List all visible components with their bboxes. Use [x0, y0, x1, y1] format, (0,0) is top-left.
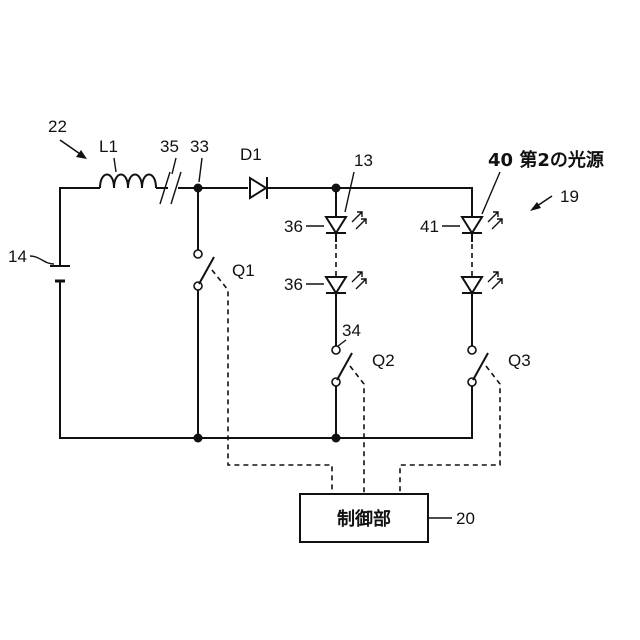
- ref-34: 34: [342, 321, 361, 340]
- light-emission-icon: [352, 212, 366, 229]
- node-bottom-q2: [332, 434, 341, 443]
- light-emission-icon: [352, 272, 366, 289]
- wiring: [60, 188, 472, 438]
- label-second-light-source: 40 第2の光源: [488, 149, 604, 171]
- leader-13: [345, 172, 354, 212]
- ref-41: 41: [420, 217, 439, 236]
- node-bottom-q1: [194, 434, 203, 443]
- control-line-q2: [350, 366, 364, 494]
- label-q2: Q2: [372, 351, 395, 370]
- control-line-q1: [212, 270, 332, 494]
- leader-33: [199, 158, 202, 182]
- switch-q3: [468, 346, 488, 386]
- inductor-coil: [100, 175, 156, 189]
- label-d1: D1: [240, 145, 262, 164]
- ref-22: 22: [48, 117, 67, 136]
- leader-40: [482, 172, 500, 214]
- ref-36-lower: 36: [284, 275, 303, 294]
- label-q1: Q1: [232, 261, 255, 280]
- light-emission-icon: [488, 212, 502, 229]
- control-line-q3: [400, 366, 500, 494]
- switch-q2: [332, 346, 352, 386]
- arrow-19-icon: [530, 196, 552, 211]
- switch-q1: [194, 250, 214, 290]
- leader-35: [172, 158, 176, 174]
- controller-label: 制御部: [337, 508, 391, 530]
- diode-d1: [250, 177, 267, 199]
- battery-symbol: [50, 266, 70, 281]
- node-33: [194, 184, 203, 193]
- ref-36-upper: 36: [284, 217, 303, 236]
- ref-13: 13: [354, 151, 373, 170]
- wire-left-top: [60, 188, 100, 265]
- led-right-upper: [462, 212, 502, 233]
- wire-bottom-rail: [60, 282, 472, 438]
- light-emission-icon: [488, 272, 502, 289]
- leader-34: [338, 340, 346, 346]
- ref-33: 33: [190, 137, 209, 156]
- ref-14: 14: [8, 247, 27, 266]
- node-13: [332, 184, 341, 193]
- ref-20: 20: [456, 509, 475, 528]
- arrow-22-icon: [60, 140, 87, 159]
- leader-l1: [114, 158, 116, 172]
- label-l1: L1: [99, 137, 118, 156]
- leader-14: [30, 256, 54, 264]
- ref-35: 35: [160, 137, 179, 156]
- led-mid-lower: [326, 272, 366, 293]
- led-right-lower: [462, 272, 502, 293]
- ref-19: 19: [560, 187, 579, 206]
- led-mid-upper: [326, 212, 366, 233]
- label-q3: Q3: [508, 351, 531, 370]
